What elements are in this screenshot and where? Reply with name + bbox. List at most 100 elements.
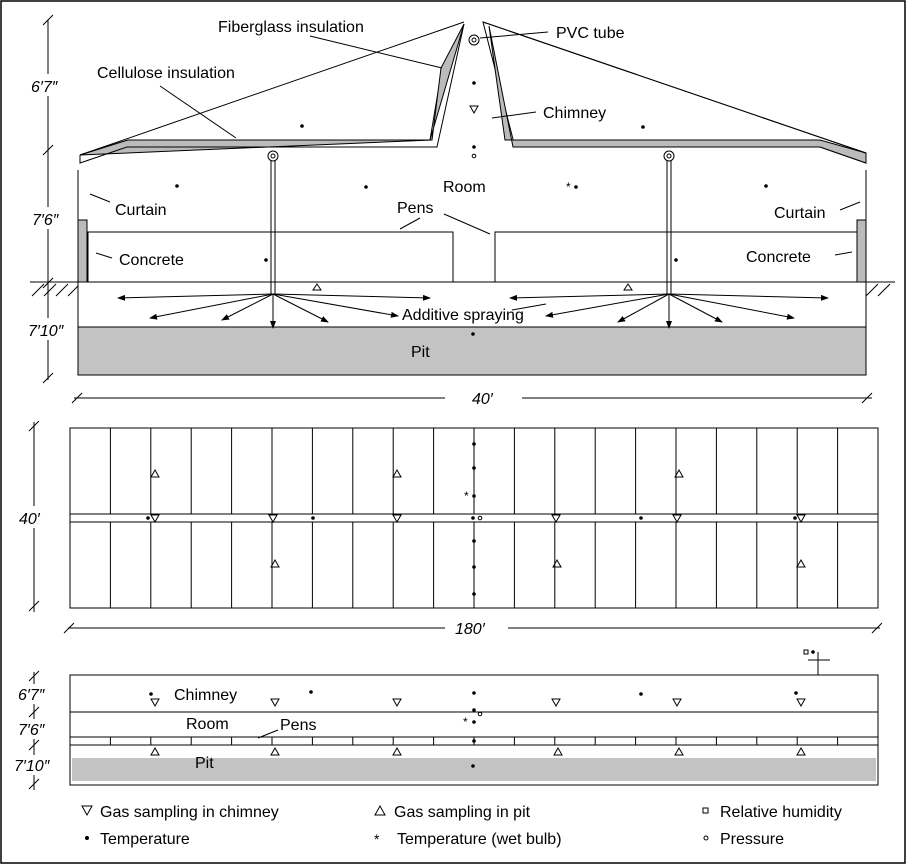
label-concrete-right: Concrete	[746, 249, 811, 266]
temperature-sensor	[793, 516, 797, 520]
legend-gas-pit-symbol	[374, 804, 386, 816]
temperature-sensor	[311, 516, 315, 520]
pressure-sensor	[477, 711, 483, 717]
label-chimney: Chimney	[543, 105, 606, 122]
legend-rh-symbol	[702, 807, 709, 814]
legend-pressure: Pressure	[720, 831, 784, 848]
label-curtain-right: Curtain	[774, 205, 826, 222]
temperature-sensor	[472, 145, 476, 149]
label-pvc-tube: PVC tube	[556, 25, 625, 42]
gas-pit-sensor	[270, 558, 280, 568]
label-long-pit: Pit	[195, 755, 214, 772]
ground-hatch-left	[31, 283, 79, 297]
leader-chimney	[491, 111, 537, 119]
leader-curtain-right	[839, 201, 861, 211]
gas-chimney-sensor	[469, 105, 479, 115]
leader-curtain-left	[89, 193, 111, 203]
label-long-pens: Pens	[280, 717, 316, 734]
temperature-sensor	[641, 125, 645, 129]
gas-pit-sensor	[392, 746, 402, 756]
spray-arrow	[272, 293, 329, 323]
label-long-room: Room	[186, 716, 229, 733]
temperature-sensor	[264, 258, 268, 262]
roof-right-panel	[488, 25, 867, 164]
label-room: Room	[443, 179, 486, 196]
gas-chimney-sensor	[150, 698, 160, 708]
temperature-sensor	[364, 185, 368, 189]
plan-view	[69, 427, 879, 609]
legend-temperature-symbol	[85, 836, 89, 840]
dim-long-room: 7′6″	[18, 722, 46, 739]
legend-gas-pit: Gas sampling in pit	[394, 804, 531, 821]
wet-bulb-sensor: *	[566, 180, 571, 194]
legend-pressure-symbol	[703, 835, 709, 841]
gas-pit-sensor	[392, 468, 402, 478]
spray-arrow	[221, 293, 274, 321]
legend-temperature: Temperature	[100, 831, 190, 848]
pvc-tube-left	[267, 150, 279, 162]
temperature-sensor	[472, 720, 476, 724]
leader-cellulose	[159, 85, 237, 139]
temperature-sensor	[639, 516, 643, 520]
legend-wet-bulb-symbol: *	[374, 831, 380, 847]
temperature-sensor	[175, 184, 179, 188]
long-sensors: *	[149, 649, 815, 768]
gas-chimney-sensor	[392, 698, 402, 708]
gas-chimney-sensor	[796, 698, 806, 708]
gas-pit-sensor	[553, 746, 563, 756]
temperature-sensor	[472, 691, 476, 695]
leader-pens-right	[443, 213, 491, 235]
spray-arrow	[509, 293, 670, 301]
pvc-tube-right	[663, 150, 675, 162]
roof-right-top	[482, 21, 867, 154]
pressure-sensor	[471, 153, 477, 159]
gas-chimney-sensor	[150, 514, 160, 524]
label-curtain-left: Curtain	[115, 202, 167, 219]
gas-pit-sensor	[150, 746, 160, 756]
legend-gas-chimney-symbol	[81, 805, 93, 817]
temperature-sensor	[471, 764, 475, 768]
spray-arrows	[117, 293, 829, 329]
dim-long-pit: 7′10″	[14, 758, 51, 775]
gas-pit-sensor	[674, 468, 684, 478]
curtain-left-panel	[77, 219, 88, 283]
temperature-sensor	[472, 539, 476, 543]
long-section	[69, 652, 879, 786]
spray-arrow	[617, 293, 670, 323]
gas-chimney-sensor	[551, 514, 561, 524]
gas-pit-sensor	[552, 558, 562, 568]
dim-room-height: 7′6″	[32, 212, 60, 229]
temperature-sensor	[472, 708, 476, 712]
section-view	[30, 21, 895, 376]
section-sensors: *	[175, 81, 768, 336]
gas-chimney-sensor	[796, 514, 806, 524]
label-pit: Pit	[411, 344, 430, 361]
gas-pit-sensor	[796, 746, 806, 756]
label-cellulose: Cellulose insulation	[97, 65, 235, 82]
gas-pit-sensor	[150, 468, 160, 478]
temperature-sensor	[146, 516, 150, 520]
temperature-sensor	[639, 692, 643, 696]
ground-hatch-right	[865, 283, 891, 297]
dim-pit-height: 7′10″	[28, 323, 65, 340]
spray-arrow	[149, 293, 274, 320]
spray-arrow	[272, 293, 399, 318]
long-pen-dividers	[109, 737, 839, 745]
spray-arrow	[272, 293, 431, 301]
temperature-sensor	[472, 494, 476, 498]
legend: Gas sampling in chimney Gas sampling in …	[81, 804, 842, 848]
label-concrete-left: Concrete	[119, 252, 184, 269]
leader-concrete-right	[834, 251, 853, 256]
leader-concrete-left	[95, 252, 113, 259]
gas-chimney-sensor	[270, 698, 280, 708]
temperature-sensor	[471, 516, 475, 520]
curtain-right-panel	[856, 219, 867, 283]
temperature-sensor	[149, 692, 153, 696]
temperature-sensor	[794, 691, 798, 695]
plan-sensors: *	[146, 442, 806, 596]
gas-pit-sensor	[312, 283, 322, 291]
dim-plan-depth: 40′	[19, 511, 41, 528]
